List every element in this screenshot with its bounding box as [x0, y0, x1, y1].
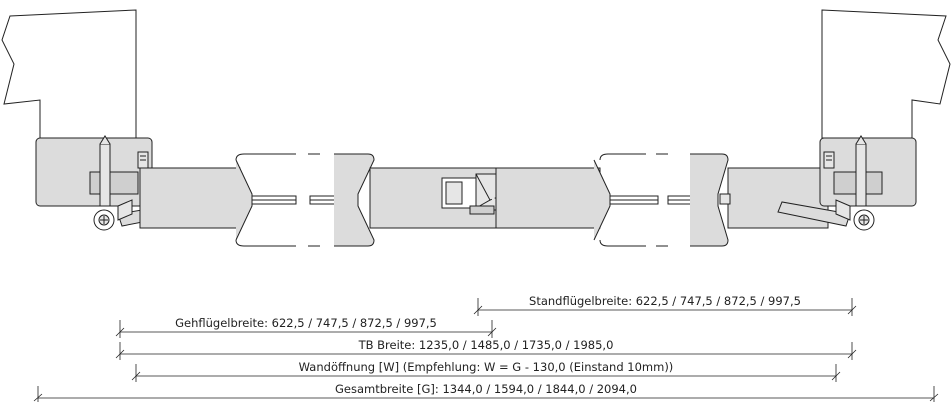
left-leaf [139, 153, 497, 247]
center-lock [441, 173, 507, 215]
dimension-lines [33, 298, 939, 402]
left-frame [35, 135, 153, 207]
right-hinge [777, 199, 875, 231]
dim-gesamtbreite-label: Gesamtbreite [G]: 1344,0 / 1594,0 / 1844… [335, 382, 637, 396]
dim-tb-breite-label: TB Breite: 1235,0 / 1485,0 / 1735,0 / 19… [358, 338, 614, 352]
left-wall [1, 9, 137, 139]
dim-wandoeffnung-label: Wandöffnung [W] (Empfehlung: W = G - 130… [299, 360, 674, 374]
dim-gehfluegel-label: Gehflügelbreite: 622,5 / 747,5 / 872,5 /… [175, 316, 437, 330]
right-frame [819, 135, 917, 207]
dim-standfluegel-label: Standflügelbreite: 622,5 / 747,5 / 872,5… [529, 294, 801, 308]
right-wall [821, 9, 951, 139]
right-leaf [495, 153, 829, 247]
